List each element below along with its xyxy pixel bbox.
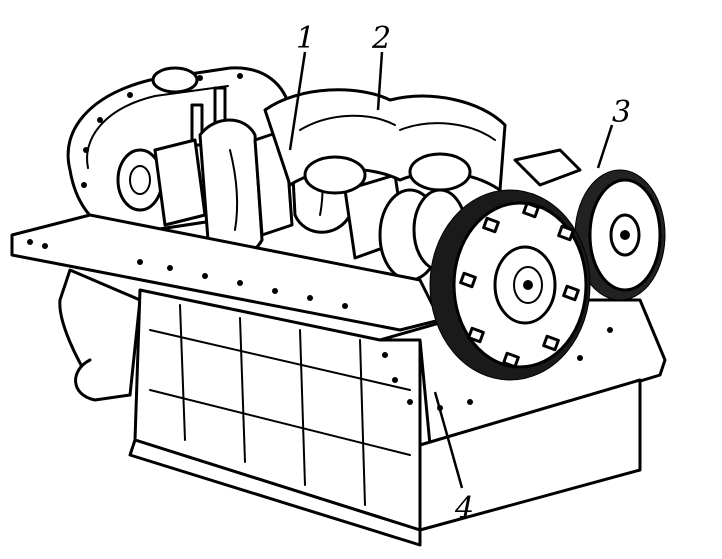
callout-4: 4 (454, 491, 474, 526)
callout-2: 2 (371, 21, 391, 56)
housing-bolt-holes (81, 73, 243, 188)
callout-1: 1 (296, 21, 315, 56)
gear-bolts (459, 201, 580, 369)
callout-labels: 1 2 3 4 (296, 21, 631, 526)
callout-leaders (288, 51, 614, 489)
callout-3: 3 (612, 95, 631, 130)
timing-gears (429, 148, 666, 381)
balance-shaft (263, 88, 507, 195)
crankcase-body (10, 213, 667, 547)
